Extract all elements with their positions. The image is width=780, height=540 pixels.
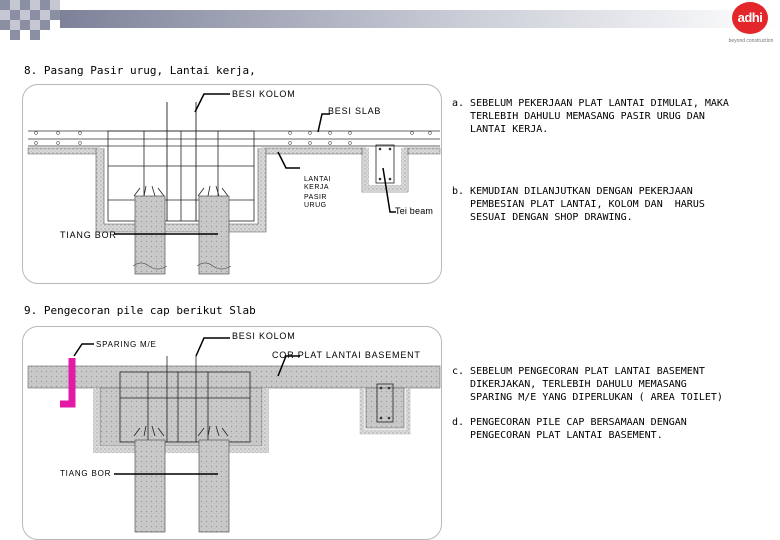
label-sparing-me: SPARING M/E xyxy=(96,340,157,349)
logo-tagline: beyond construction xyxy=(728,38,774,44)
section-8-title: 8. Pasang Pasir urug, Lantai kerja, xyxy=(24,64,256,77)
note-c: c. SEBELUM PENGECORAN PLAT LANTAI BASEME… xyxy=(452,366,723,403)
adhi-logo: adhi beyond construction xyxy=(728,2,774,44)
bored-pile-left xyxy=(134,195,166,275)
label-tiang-bor-9: TIANG BOR xyxy=(60,469,112,478)
bored-pile-right-9 xyxy=(198,439,230,533)
sparing-pipe xyxy=(60,358,76,408)
note-b: b. KEMUDIAN DILANJUTKAN DENGAN PEKERJAAN… xyxy=(452,186,705,223)
logo-mark: adhi xyxy=(732,2,768,34)
label-tei-beam: Tei beam xyxy=(395,206,434,216)
label-besi-kolom: BESI KOLOM xyxy=(232,89,296,99)
label-tiang-bor: TIANG BOR xyxy=(60,230,117,240)
label-besi-slab: BESI SLAB xyxy=(328,106,382,116)
bored-pile-right xyxy=(198,195,230,275)
bored-pile-left-9 xyxy=(134,439,166,533)
note-a: a. SEBELUM PEKERJAAN PLAT LANTAI DIMULAI… xyxy=(452,98,729,135)
label-lantai-kerja: LANTAI KERJA xyxy=(304,176,331,191)
note-d: d. PENGECORAN PILE CAP BERSAMAAN DENGAN … xyxy=(452,417,687,441)
label-pasir-urug: PASIR URUG xyxy=(304,194,327,209)
label-besi-kolom-9: BESI KOLOM xyxy=(232,331,296,341)
header-band xyxy=(0,0,780,40)
section-8-frame xyxy=(22,84,442,284)
section-9-title: 9. Pengecoran pile cap berikut Slab xyxy=(24,304,256,317)
label-cor-plat: COR PLAT LANTAI BASEMENT xyxy=(272,350,421,360)
